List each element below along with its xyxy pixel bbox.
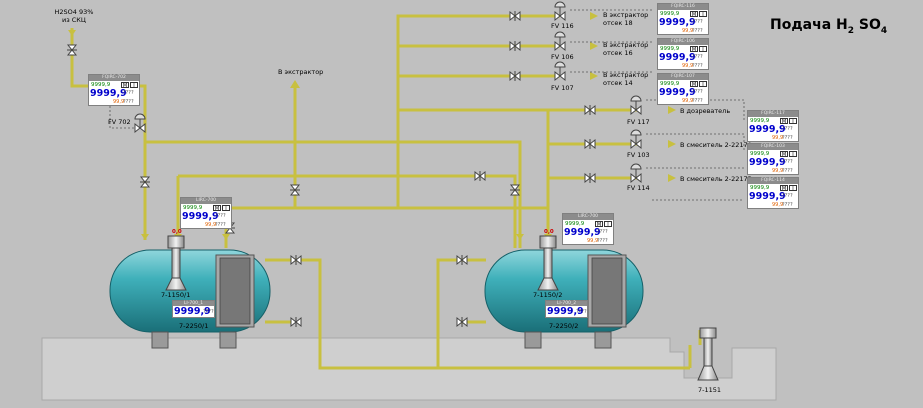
controller-faceplate[interactable]: LIRC-700 9999,9 М I 9999,9 ???? 99,9 ???…: [562, 213, 614, 245]
level-indicator[interactable]: LI-700_1 9999,9 ????: [172, 300, 215, 318]
pump2-label: 7-1150/2: [533, 291, 563, 299]
ext16-label: В экстрактор отсек 16: [603, 41, 649, 57]
fv117-label: FV 117: [627, 118, 650, 126]
pump1-value: 0,0: [172, 229, 182, 235]
controller-faceplate[interactable]: LIRC-700 9999,9 М I 9999,9 ???? 99,9 ???…: [180, 197, 232, 229]
controller-faceplate[interactable]: FQIRC-107 9999,9 М I 9999,9 ???? 99,9 ??…: [657, 73, 709, 105]
page-title: Подача H2 SO4: [770, 17, 888, 36]
pump-1[interactable]: [165, 235, 187, 291]
mix-a-label: В смеситель 2-2217А: [680, 141, 753, 149]
fv702-label: FV 702: [108, 118, 131, 126]
ext14-label: В экстрактор отсек 14: [603, 71, 649, 87]
tank-2: [484, 249, 644, 349]
control-valves: [134, 1, 642, 184]
dozer-label: В дозреватель: [680, 107, 731, 115]
fv114-label: FV 114: [627, 184, 650, 192]
fv116-label: FV 116: [551, 22, 574, 30]
fv103-label: FV 103: [627, 151, 650, 159]
manual-valves: [66, 10, 596, 328]
ext18-label: В экстрактор отсек 18: [603, 11, 649, 27]
controller-faceplate[interactable]: FQIRC-702 9999,9 М I 9999,9 ???? 99,9 ??…: [88, 74, 140, 106]
level-indicator[interactable]: LI-700_2 9999,9 ????: [545, 300, 588, 318]
source-label: H2SO4 93% из СКЦ: [54, 8, 94, 24]
tank2-label: 7-2250/2: [549, 322, 579, 330]
fv107-label: FV 107: [551, 84, 574, 92]
pump1-label: 7-1150/1: [161, 291, 191, 299]
mix-b-label: В смеситель 2-2217В: [680, 175, 753, 183]
pump3-label: 7-1151: [698, 386, 722, 394]
controller-faceplate[interactable]: FQIRC-103 9999,9 М I 9999,9 ???? 99,9 ??…: [747, 143, 799, 175]
flow-arrows: [68, 12, 676, 240]
tank1-label: 7-2250/1: [179, 322, 209, 330]
pump-3[interactable]: [697, 327, 719, 381]
tank-1: [109, 249, 271, 349]
to-extractor-label: В экстрактор: [278, 68, 324, 76]
controller-faceplate[interactable]: FQIRC-117 9999,9 М I 9999,9 ???? 99,9 ??…: [747, 110, 799, 142]
signal-lines: [109, 9, 745, 201]
controller-faceplate[interactable]: FQIRC-106 9999,9 М I 9999,9 ???? 99,9 ??…: [657, 38, 709, 70]
controller-faceplate[interactable]: FQIRC-114 9999,9 М I 9999,9 ???? 99,9 ??…: [747, 177, 799, 209]
fv106-label: FV 106: [551, 53, 574, 61]
pump2-value: 0,0: [544, 229, 554, 235]
controller-faceplate[interactable]: FQIRC-116 9999,9 М I 9999,9 ???? 99,9 ??…: [657, 3, 709, 35]
pump-2[interactable]: [537, 235, 559, 291]
